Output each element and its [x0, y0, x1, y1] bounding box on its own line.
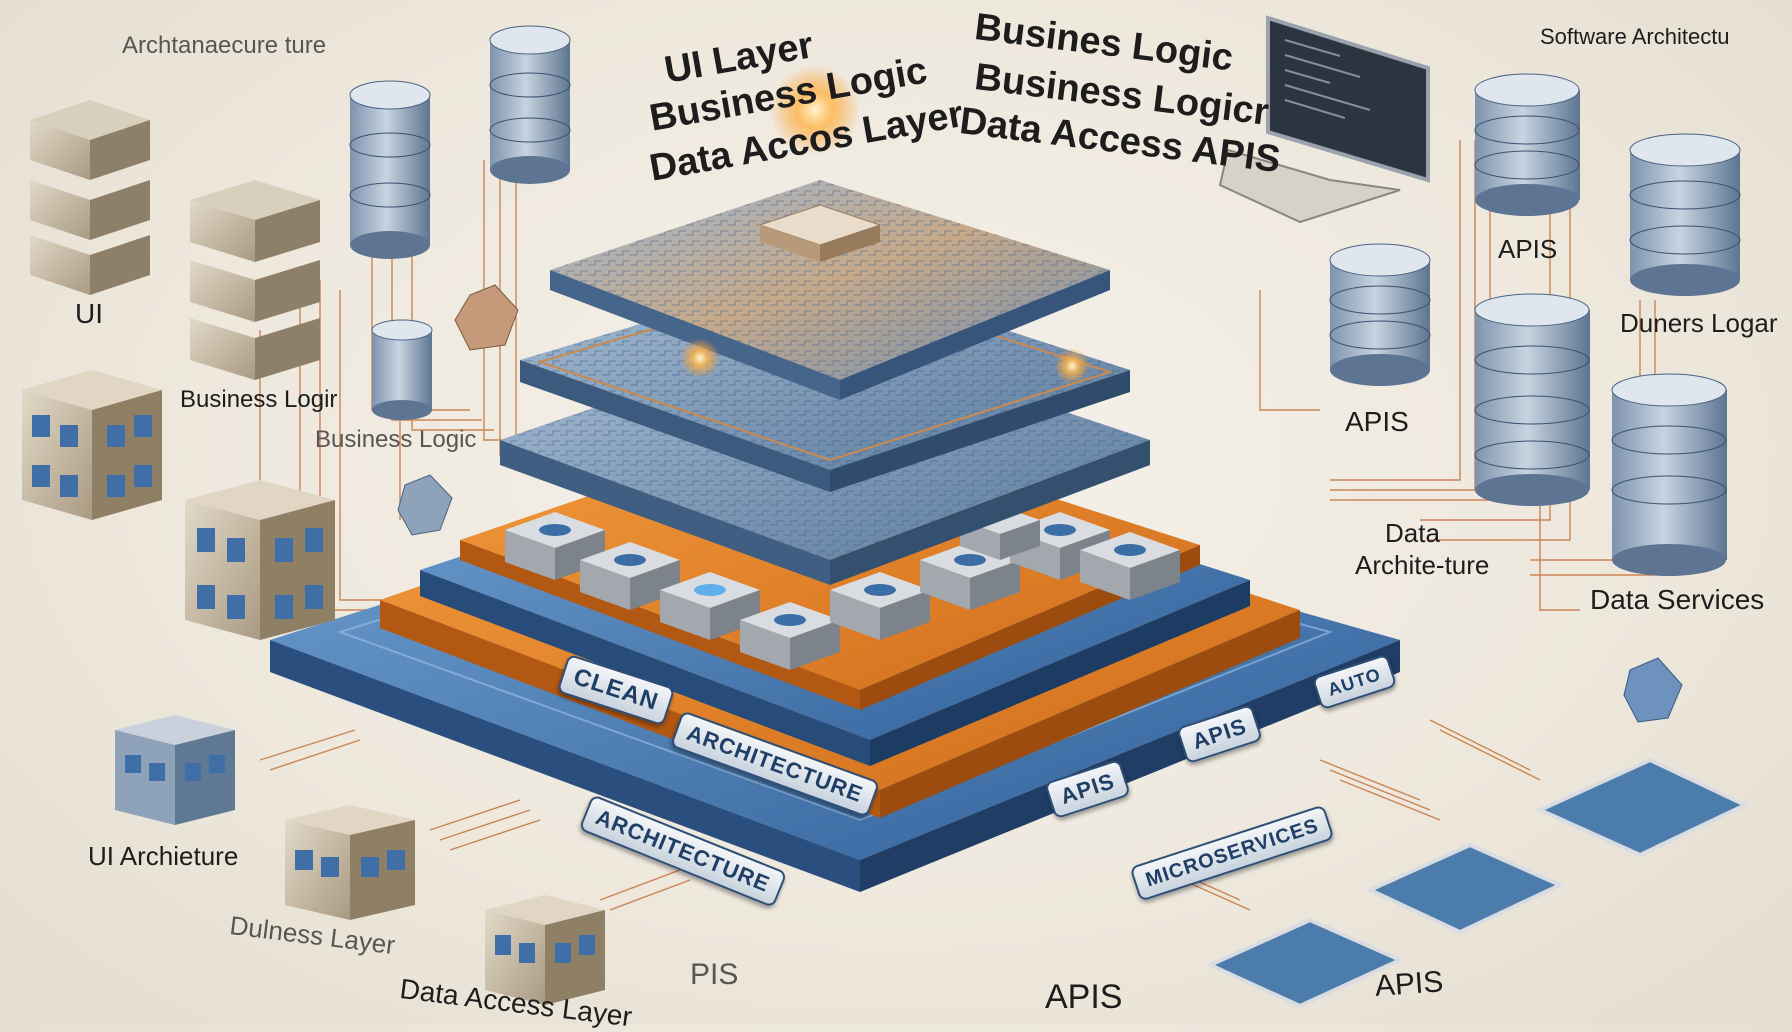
gem-connector-icons — [397, 284, 1683, 723]
glow-left — [680, 338, 720, 378]
label-ui: UI — [75, 298, 103, 329]
circuit-board-icons — [1205, 757, 1750, 1009]
label-apis-bottom: APIS — [1045, 978, 1123, 1016]
glow-right — [1054, 348, 1090, 384]
glow-top — [770, 65, 860, 155]
label-business-logic-left-1: Business Logir — [180, 386, 338, 413]
server-stack-left-second — [190, 180, 320, 380]
server-stack-left-top — [30, 100, 150, 295]
label-duners-logar: Duners Logar — [1620, 308, 1778, 338]
label-business-logic-left-2: Business Logic — [315, 426, 477, 453]
label-apis-bottom-right: APIS — [1373, 965, 1445, 1003]
circuit-layer-top — [550, 180, 1110, 400]
label-data-architecture-2: Archite-ture — [1355, 550, 1490, 580]
caption-top-left: Archtanaecure ture — [122, 32, 327, 59]
keyboard-icon — [1218, 148, 1401, 224]
monitor-icon — [1266, 15, 1430, 183]
cube-cluster-left — [22, 370, 605, 1005]
label-apis-right-top: APIS — [1498, 234, 1558, 264]
label-data-architecture-1: Data — [1385, 518, 1440, 548]
label-pis: PIS — [690, 958, 739, 991]
caption-top-right: Software Architectu — [1540, 24, 1730, 49]
database-cylinders — [349, 25, 1741, 576]
label-data-services: Data Services — [1590, 584, 1765, 615]
label-apis-right-mid: APIS — [1345, 406, 1409, 437]
label-ui-archieture: UI Archieture — [88, 841, 239, 871]
